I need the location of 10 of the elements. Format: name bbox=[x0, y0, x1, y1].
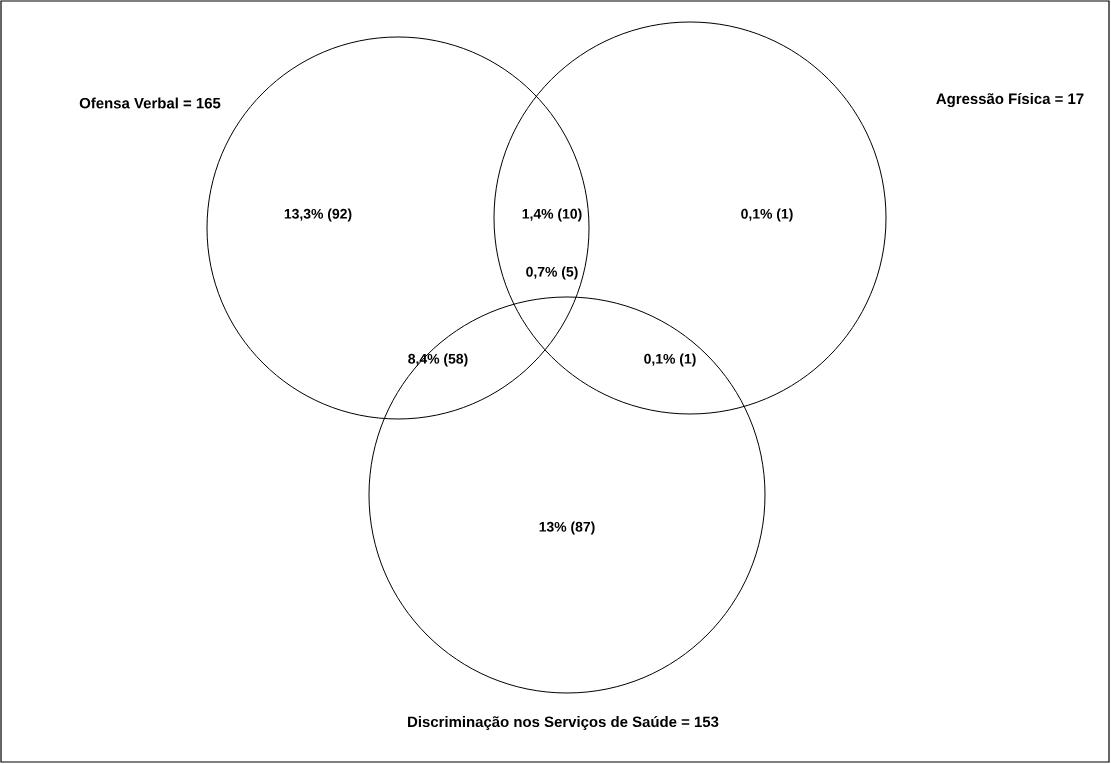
region-value: 13% (87) bbox=[539, 521, 595, 535]
region-value: 0,1% (1) bbox=[644, 353, 696, 367]
circle-label: Agressão Física = 17 bbox=[936, 92, 1084, 108]
region-value: 13,3% (92) bbox=[284, 208, 352, 222]
region-value: 8,4% (58) bbox=[408, 353, 468, 367]
region-value: 0,7% (5) bbox=[526, 266, 578, 280]
circle-label: Discriminação nos Serviços de Saúde = 153 bbox=[408, 715, 719, 730]
circle-label: Ofensa Verbal = 165 bbox=[79, 97, 221, 109]
region-value: 0,1% (1) bbox=[741, 208, 793, 222]
region-value: 1,4% (10) bbox=[522, 208, 582, 222]
